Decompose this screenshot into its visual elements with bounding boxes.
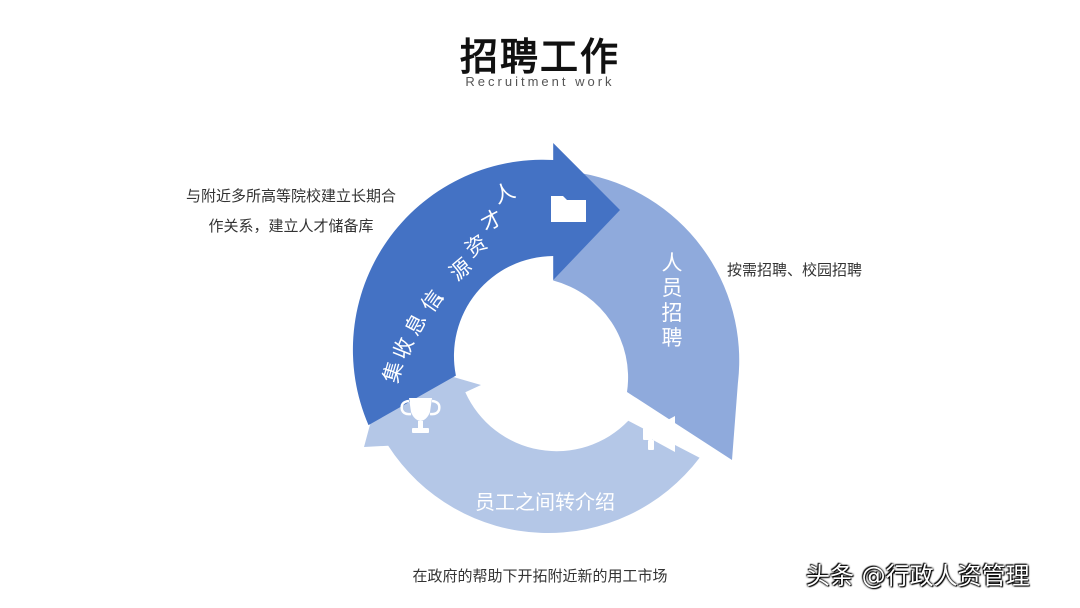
seg2-char-4: 聘 bbox=[662, 326, 683, 350]
page-title: 招聘工作 bbox=[459, 35, 620, 79]
megaphone-icon bbox=[643, 416, 684, 452]
seg2-char-3: 招 bbox=[662, 301, 683, 325]
trophy-icon bbox=[400, 398, 441, 433]
page-subtitle: Recruitment work bbox=[465, 74, 615, 89]
cycle-segment-referral bbox=[364, 358, 700, 534]
note-recruitment-methods: 按需招聘、校园招聘 bbox=[727, 261, 863, 279]
seg2-char-2: 员 bbox=[662, 276, 683, 300]
note-talent-pool: 与附近多所高等院校建立长期合作关系，建立人才储备库 bbox=[186, 187, 397, 235]
note-government-market: 在政府的帮助下开拓附近新的用工市场 bbox=[412, 567, 668, 585]
cycle-segment-recruitment bbox=[553, 173, 740, 461]
watermark: 头条 @行政人资管理 bbox=[806, 562, 1030, 590]
seg2-char-1: 人 bbox=[662, 251, 683, 275]
segment-label-recruitment: 人 员 招 聘 bbox=[662, 251, 683, 350]
segment-label-referral: 员工之间转介绍 bbox=[475, 490, 615, 514]
folder-icon bbox=[551, 196, 586, 222]
